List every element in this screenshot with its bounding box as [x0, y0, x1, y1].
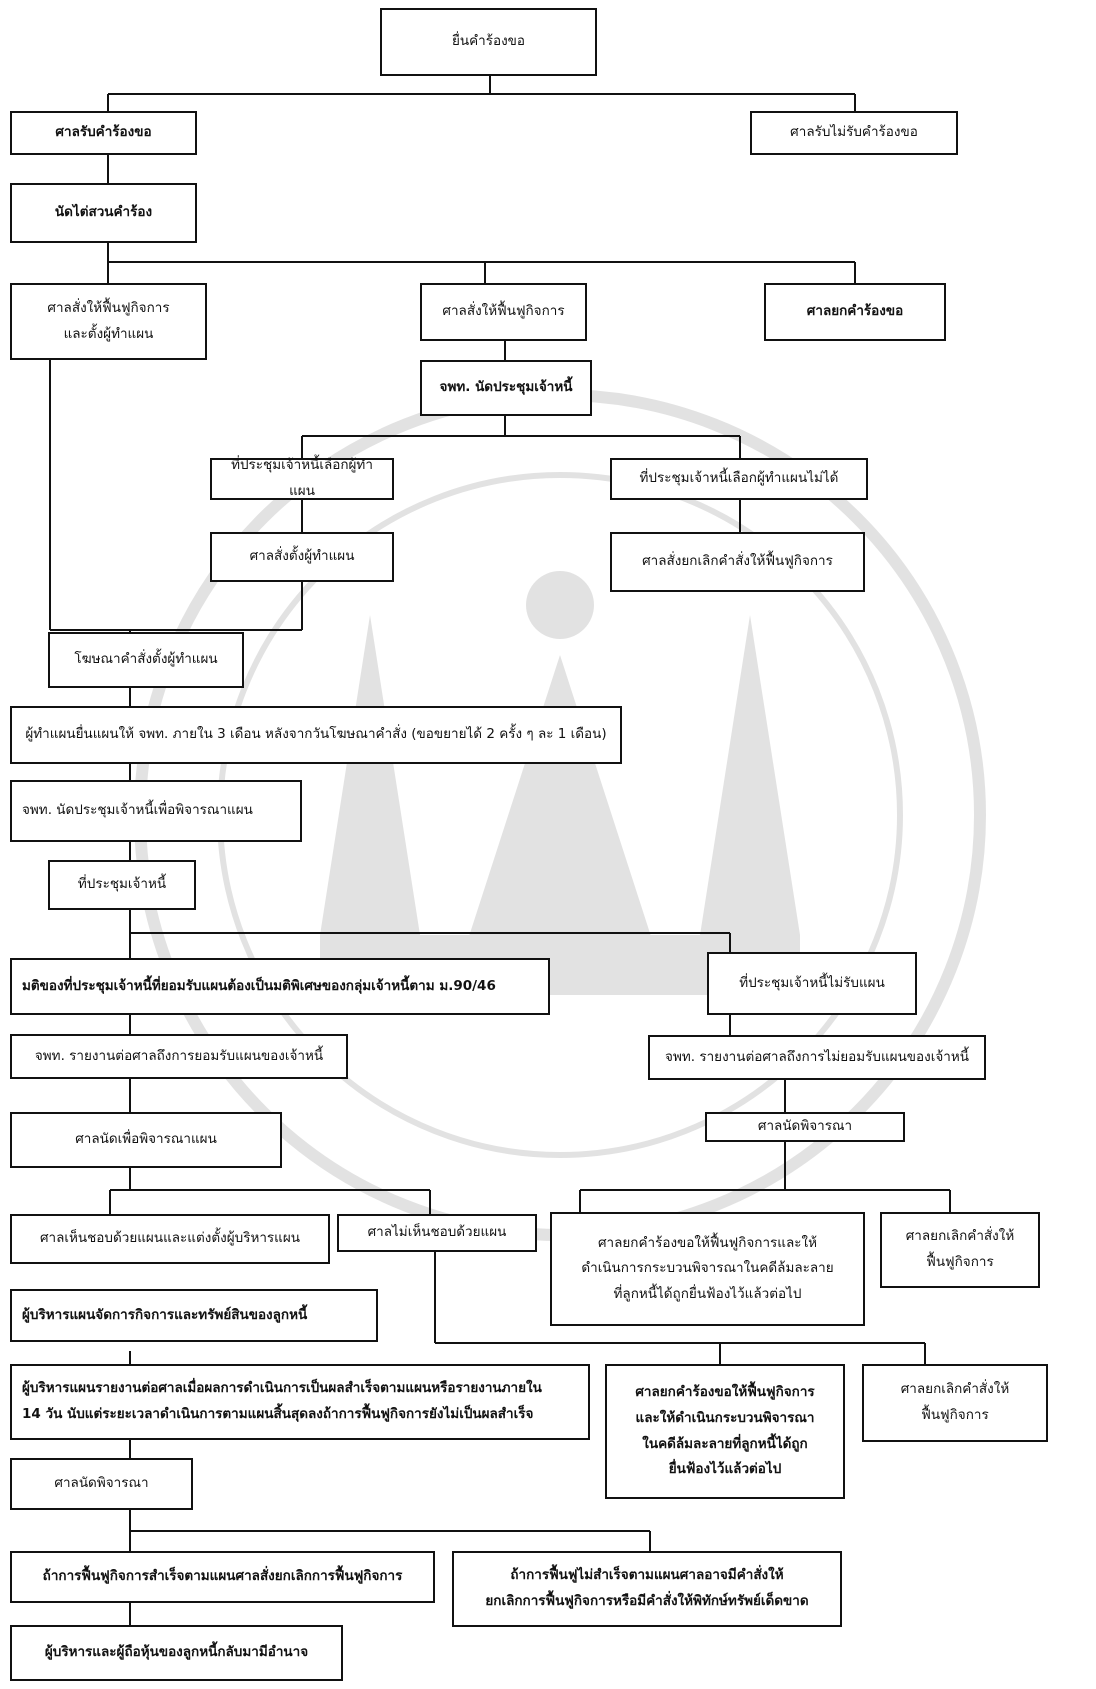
node-label: ที่ประชุมเจ้าหนี้เลือกผู้ทำแผน	[231, 457, 373, 499]
node-court-disapproves-plan: ศาลไม่เห็นชอบด้วยแผน	[337, 1214, 537, 1252]
node-label: มติของที่ประชุมเจ้าหนี้ที่ยอมรับแผนต้องเ…	[22, 977, 496, 994]
node-label: ศาลยกคำร้องขอให้ฟื้นฟูกิจการ และให้ดำเนิ…	[635, 1384, 815, 1478]
node-dismiss-petition: ศาลยกคำร้องขอ	[764, 283, 946, 341]
node-label: ผู้ทำแผนยื่นแผนให้ จพท. ภายใน 3 เดือน หล…	[25, 726, 607, 743]
node-creditors-meeting: ที่ประชุมเจ้าหนี้	[48, 860, 196, 910]
node-label: ศาลยกคำร้องขอ	[806, 303, 904, 320]
node-report-acceptance: จพท. รายงานต่อศาลถึงการยอมรับแผนของเจ้าห…	[10, 1034, 348, 1079]
node-control-returns: ผู้บริหารและผู้ถือหุ้นของลูกหนี้กลับมามี…	[10, 1625, 343, 1681]
node-plan-rejected: ที่ประชุมเจ้าหนี้ไม่รับแผน	[707, 952, 917, 1015]
node-court-schedule-hearing: ศาลนัดพิจารณา	[705, 1112, 905, 1142]
node-label: ถ้าการฟื้นฟูกิจการสำเร็จตามแผนศาลสั่งยกเ…	[42, 1568, 403, 1585]
node-label: ศาลสั่งยกเลิกคำสั่งให้ฟื้นฟูกิจการ	[642, 553, 833, 570]
node-publish-appointment: โฆษณาคำสั่งตั้งผู้ทำแผน	[48, 632, 244, 688]
node-court-cancels-rehab: ศาลสั่งยกเลิกคำสั่งให้ฟื้นฟูกิจการ	[610, 532, 865, 592]
node-dismiss-and-bankruptcy: ศาลยกคำร้องขอให้ฟื้นฟูกิจการและให้ ดำเนิ…	[550, 1212, 865, 1326]
node-cancel-rehab-order-2: ศาลยกเลิกคำสั่งให้ ฟื้นฟูกิจการ	[862, 1364, 1048, 1442]
node-file-petition: ยื่นคำร้องขอ	[380, 8, 597, 76]
node-meeting-consider-plan: จพท. นัดประชุมเจ้าหนี้เพื่อพิจารณาแผน	[10, 780, 302, 842]
node-label: ศาลรับไม่รับคำร้องขอ	[790, 124, 918, 141]
node-label: ที่ประชุมเจ้าหนี้เลือกผู้ทำแผนไม่ได้	[639, 470, 839, 487]
node-label: ศาลไม่เห็นชอบด้วยแผน	[367, 1224, 507, 1241]
node-court-accepts-petition: ศาลรับคำร้องขอ	[10, 111, 197, 155]
node-label: จพท. นัดประชุมเจ้าหนี้เพื่อพิจารณาแผน	[22, 802, 253, 819]
node-label: ศาลเห็นชอบด้วยแผนและแต่งตั้งผู้บริหารแผน	[39, 1230, 301, 1247]
node-label: ถ้าการฟื้นฟูไม่สำเร็จตามแผนศาลอาจมีคำสั่…	[485, 1567, 809, 1609]
node-special-resolution: มติของที่ประชุมเจ้าหนี้ที่ยอมรับแผนต้องเ…	[10, 958, 550, 1015]
node-label: จพท. นัดประชุมเจ้าหนี้	[439, 379, 573, 396]
node-label: ที่ประชุมเจ้าหนี้ไม่รับแผน	[739, 974, 885, 991]
node-planner-chosen: ที่ประชุมเจ้าหนี้เลือกผู้ทำแผน	[210, 457, 394, 500]
node-label: ผู้บริหารแผนจัดการกิจการและทรัพย์สินของล…	[22, 1306, 308, 1323]
node-label: ศาลยกเลิกคำสั่งให้ ฟื้นฟูกิจการ	[905, 1228, 1015, 1270]
node-court-rejects-petition: ศาลรับไม่รับคำร้องขอ	[750, 111, 958, 155]
node-court-appoints-planner: ศาลสั่งตั้งผู้ทำแผน	[210, 532, 394, 582]
node-court-schedule-plan: ศาลนัดเพื่อพิจารณาแผน	[10, 1112, 282, 1168]
node-label: ที่ประชุมเจ้าหนี้	[77, 876, 167, 893]
node-label: นัดไต่สวนคำร้อง	[54, 204, 153, 221]
node-report-rejection: จพท. รายงานต่อศาลถึงการไม่ยอมรับแผนของเจ…	[648, 1035, 986, 1080]
node-label: ศาลรับคำร้องขอ	[55, 124, 152, 141]
node-label: ผู้บริหารแผนรายงานต่อศาลเมื่อผลการดำเนิน…	[22, 1380, 542, 1422]
node-planner-not-chosen: ที่ประชุมเจ้าหนี้เลือกผู้ทำแผนไม่ได้	[610, 458, 868, 500]
node-rehab-succeeded: ถ้าการฟื้นฟูกิจการสำเร็จตามแผนศาลสั่งยกเ…	[10, 1551, 435, 1603]
node-court-hearing-final: ศาลนัดพิจารณา	[10, 1458, 193, 1510]
node-rehab-failed: ถ้าการฟื้นฟูไม่สำเร็จตามแผนศาลอาจมีคำสั่…	[452, 1551, 842, 1627]
node-label: ศาลสั่งให้ฟื้นฟูกิจการ และตั้งผู้ทำแผน	[47, 299, 170, 342]
node-label: ศาลยกเลิกคำสั่งให้ ฟื้นฟูกิจการ	[900, 1381, 1010, 1423]
node-label: จพท. รายงานต่อศาลถึงการยอมรับแผนของเจ้าห…	[34, 1047, 324, 1064]
node-submit-plan: ผู้ทำแผนยื่นแผนให้ จพท. ภายใน 3 เดือน หล…	[10, 706, 622, 764]
node-label: ยื่นคำร้องขอ	[451, 33, 526, 50]
node-order-rehab: ศาลสั่งให้ฟื้นฟูกิจการ	[420, 283, 587, 341]
node-label: จพท. รายงานต่อศาลถึงการไม่ยอมรับแผนของเจ…	[665, 1048, 969, 1065]
node-dismiss-and-bankruptcy-2: ศาลยกคำร้องขอให้ฟื้นฟูกิจการ และให้ดำเนิ…	[605, 1364, 845, 1499]
node-label: ศาลนัดพิจารณา	[757, 1118, 853, 1135]
node-label: ศาลสั่งให้ฟื้นฟูกิจการ	[442, 303, 565, 320]
node-label: ศาลสั่งตั้งผู้ทำแผน	[249, 548, 355, 565]
node-order-rehab-and-planner: ศาลสั่งให้ฟื้นฟูกิจการ และตั้งผู้ทำแผน	[10, 283, 207, 360]
node-creditor-meeting: จพท. นัดประชุมเจ้าหนี้	[420, 360, 592, 416]
node-court-approves-plan: ศาลเห็นชอบด้วยแผนและแต่งตั้งผู้บริหารแผน	[10, 1214, 330, 1264]
node-label: ศาลยกคำร้องขอให้ฟื้นฟูกิจการและให้ ดำเนิ…	[581, 1234, 834, 1302]
node-administrator-manages: ผู้บริหารแผนจัดการกิจการและทรัพย์สินของล…	[10, 1289, 378, 1342]
node-petition-hearing: นัดไต่สวนคำร้อง	[10, 183, 197, 243]
node-label: ผู้บริหารและผู้ถือหุ้นของลูกหนี้กลับมามี…	[44, 1644, 309, 1661]
node-label: ศาลนัดเพื่อพิจารณาแผน	[75, 1131, 217, 1148]
node-cancel-rehab-order: ศาลยกเลิกคำสั่งให้ ฟื้นฟูกิจการ	[880, 1212, 1040, 1288]
node-administrator-reports: ผู้บริหารแผนรายงานต่อศาลเมื่อผลการดำเนิน…	[10, 1364, 590, 1440]
node-label: ศาลนัดพิจารณา	[54, 1475, 149, 1492]
node-label: โฆษณาคำสั่งตั้งผู้ทำแผน	[74, 651, 218, 668]
